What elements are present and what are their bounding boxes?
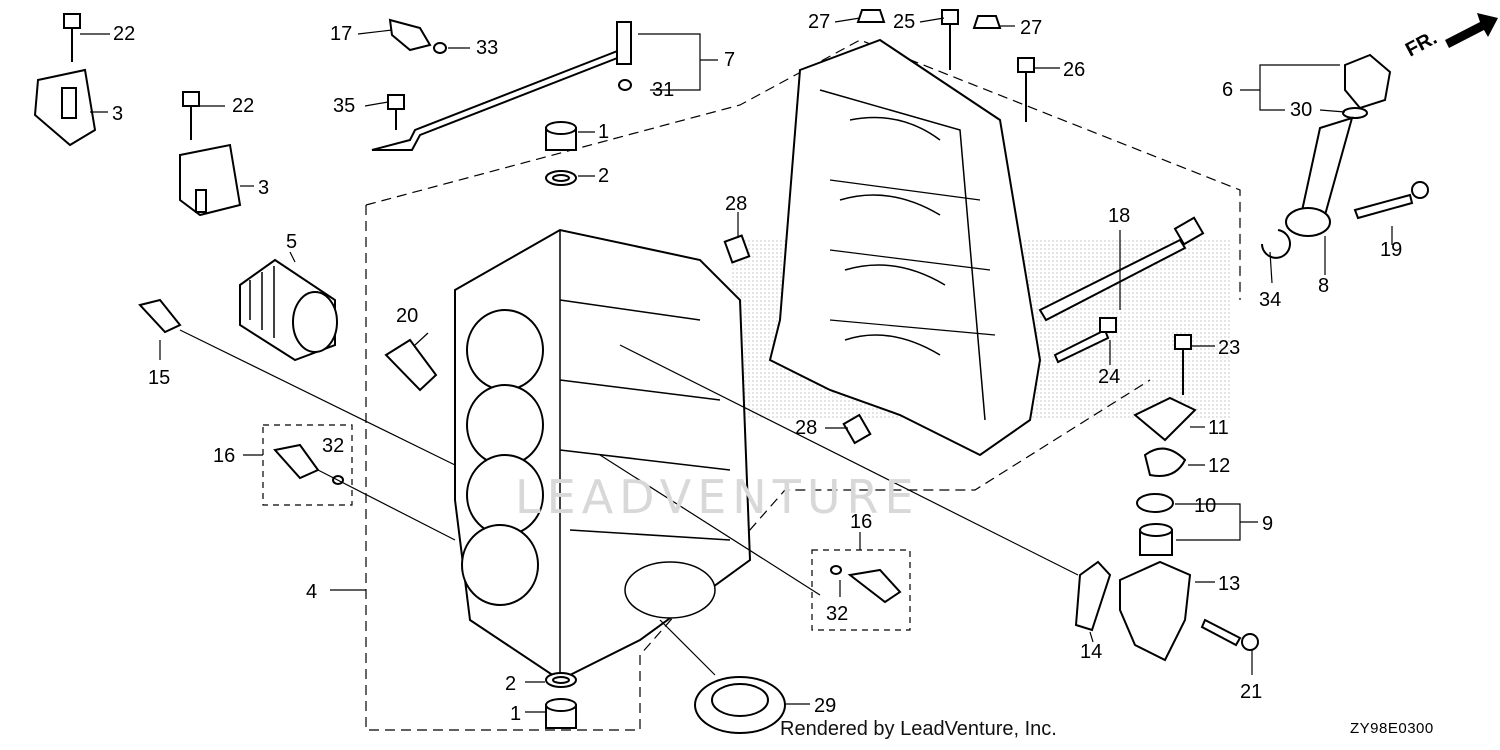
callout-33: 33	[476, 37, 498, 59]
callout-11: 11	[1208, 417, 1229, 439]
callout-3: 3	[112, 103, 123, 125]
callout-35: 35	[333, 95, 355, 117]
render-credit: Rendered by LeadVenture, Inc.	[780, 718, 1057, 740]
callout-2: 2	[598, 165, 609, 187]
callout-14: 14	[1080, 641, 1102, 663]
callout-26: 26	[1063, 59, 1085, 81]
callout-21: 21	[1240, 681, 1262, 703]
watermark-text: LEADVENTURE	[515, 470, 920, 524]
callout-1: 1	[510, 703, 521, 725]
callout-17: 17	[330, 23, 352, 45]
callout-23: 23	[1218, 337, 1240, 359]
callout-15: 15	[148, 367, 170, 389]
callout-18: 18	[1108, 205, 1130, 227]
callout-24: 24	[1098, 366, 1120, 388]
callout-16: 16	[213, 445, 235, 467]
crankcase	[768, 38, 1042, 457]
callout-1: 1	[598, 121, 609, 143]
callout-28: 28	[795, 417, 817, 439]
callout-20: 20	[396, 305, 418, 327]
assembly-outline	[365, 39, 1241, 731]
callout-29: 29	[814, 695, 836, 717]
callout-9: 9	[1262, 513, 1273, 535]
callout-4: 4	[306, 581, 317, 603]
callout-7: 7	[724, 49, 735, 71]
callout-32: 32	[322, 435, 344, 457]
oil-filter	[239, 258, 338, 362]
callout-22: 22	[232, 95, 254, 117]
callout-19: 19	[1380, 239, 1402, 261]
cylinder-block	[454, 228, 752, 682]
callout-27: 27	[1020, 17, 1042, 39]
callout-25: 25	[893, 11, 915, 33]
callout-27: 27	[808, 11, 830, 33]
callout-28: 28	[725, 193, 747, 215]
callout-10: 10	[1194, 495, 1216, 517]
callout-8: 8	[1318, 275, 1329, 297]
callout-32: 32	[826, 603, 848, 625]
diagram-code: ZY98E0300	[1350, 720, 1434, 737]
callout-22: 22	[113, 23, 135, 45]
leader-lines	[80, 17, 1393, 713]
callout-34: 34	[1259, 289, 1281, 311]
callout-5: 5	[286, 231, 297, 253]
callout-31: 31	[652, 79, 674, 101]
callout-13: 13	[1218, 573, 1240, 595]
callout-6: 6	[1222, 79, 1233, 101]
front-direction-arrow	[1445, 13, 1498, 48]
callout-2: 2	[505, 673, 516, 695]
small-parts	[33, 9, 1429, 734]
callout-16: 16	[850, 511, 872, 533]
callout-12: 12	[1208, 455, 1230, 477]
callout-3: 3	[258, 177, 269, 199]
callout-30: 30	[1290, 99, 1312, 121]
